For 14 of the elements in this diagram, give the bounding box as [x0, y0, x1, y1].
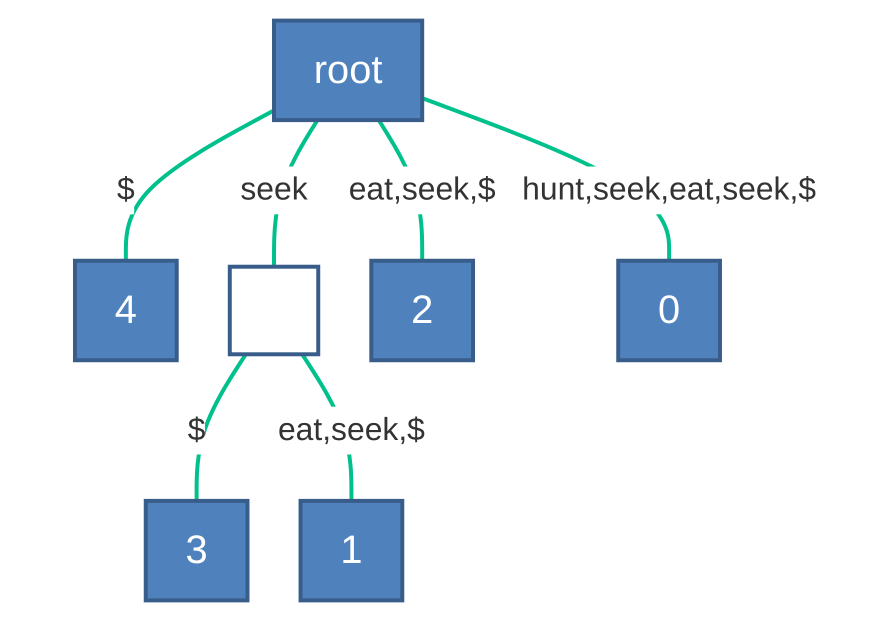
- edge-label: eat,seek,$: [278, 412, 425, 448]
- edge-label: seek: [240, 172, 308, 208]
- edge-label: eat,seek,$: [348, 172, 496, 208]
- node-box: 1: [298, 498, 404, 602]
- node-box: 4: [72, 258, 179, 362]
- node-box: [228, 264, 320, 356]
- node-box: root: [272, 18, 424, 122]
- node-box: 0: [616, 258, 722, 362]
- edge-label: $: [116, 172, 135, 208]
- node-box: 3: [144, 498, 250, 602]
- connector: [124, 108, 275, 261]
- edge-label: hunt,seek,eat,seek,$: [522, 172, 816, 208]
- edge-label: $: [188, 412, 206, 448]
- node-box: 2: [369, 258, 476, 362]
